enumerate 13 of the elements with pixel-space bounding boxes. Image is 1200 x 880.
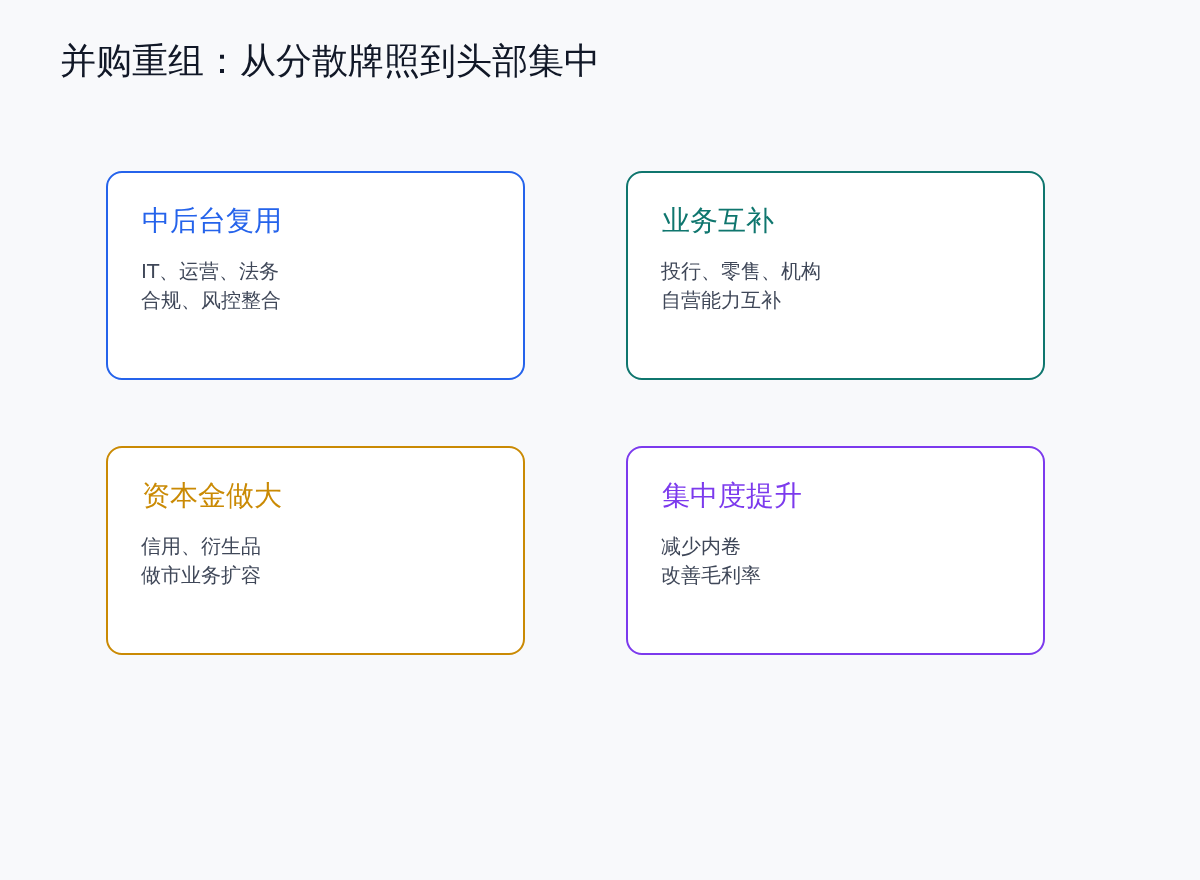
- card-heading: 资本金做大: [142, 478, 282, 514]
- card-heading: 中后台复用: [142, 203, 282, 239]
- card-text: 信用、衍生品做市业务扩容: [141, 533, 262, 589]
- card-text: IT、运营、法务合规、风控整合: [141, 258, 282, 314]
- card-text: 减少内卷改善毛利率: [661, 533, 762, 589]
- card: [626, 171, 1045, 380]
- diagram-title: 并购重组：从分散牌照到头部集中: [60, 39, 600, 83]
- card-heading: 业务互补: [662, 203, 774, 239]
- card-heading: 集中度提升: [662, 478, 802, 514]
- card: [106, 171, 525, 380]
- card-text: 投行、零售、机构自营能力互补: [661, 258, 822, 314]
- card: [626, 446, 1045, 655]
- card: [106, 446, 525, 655]
